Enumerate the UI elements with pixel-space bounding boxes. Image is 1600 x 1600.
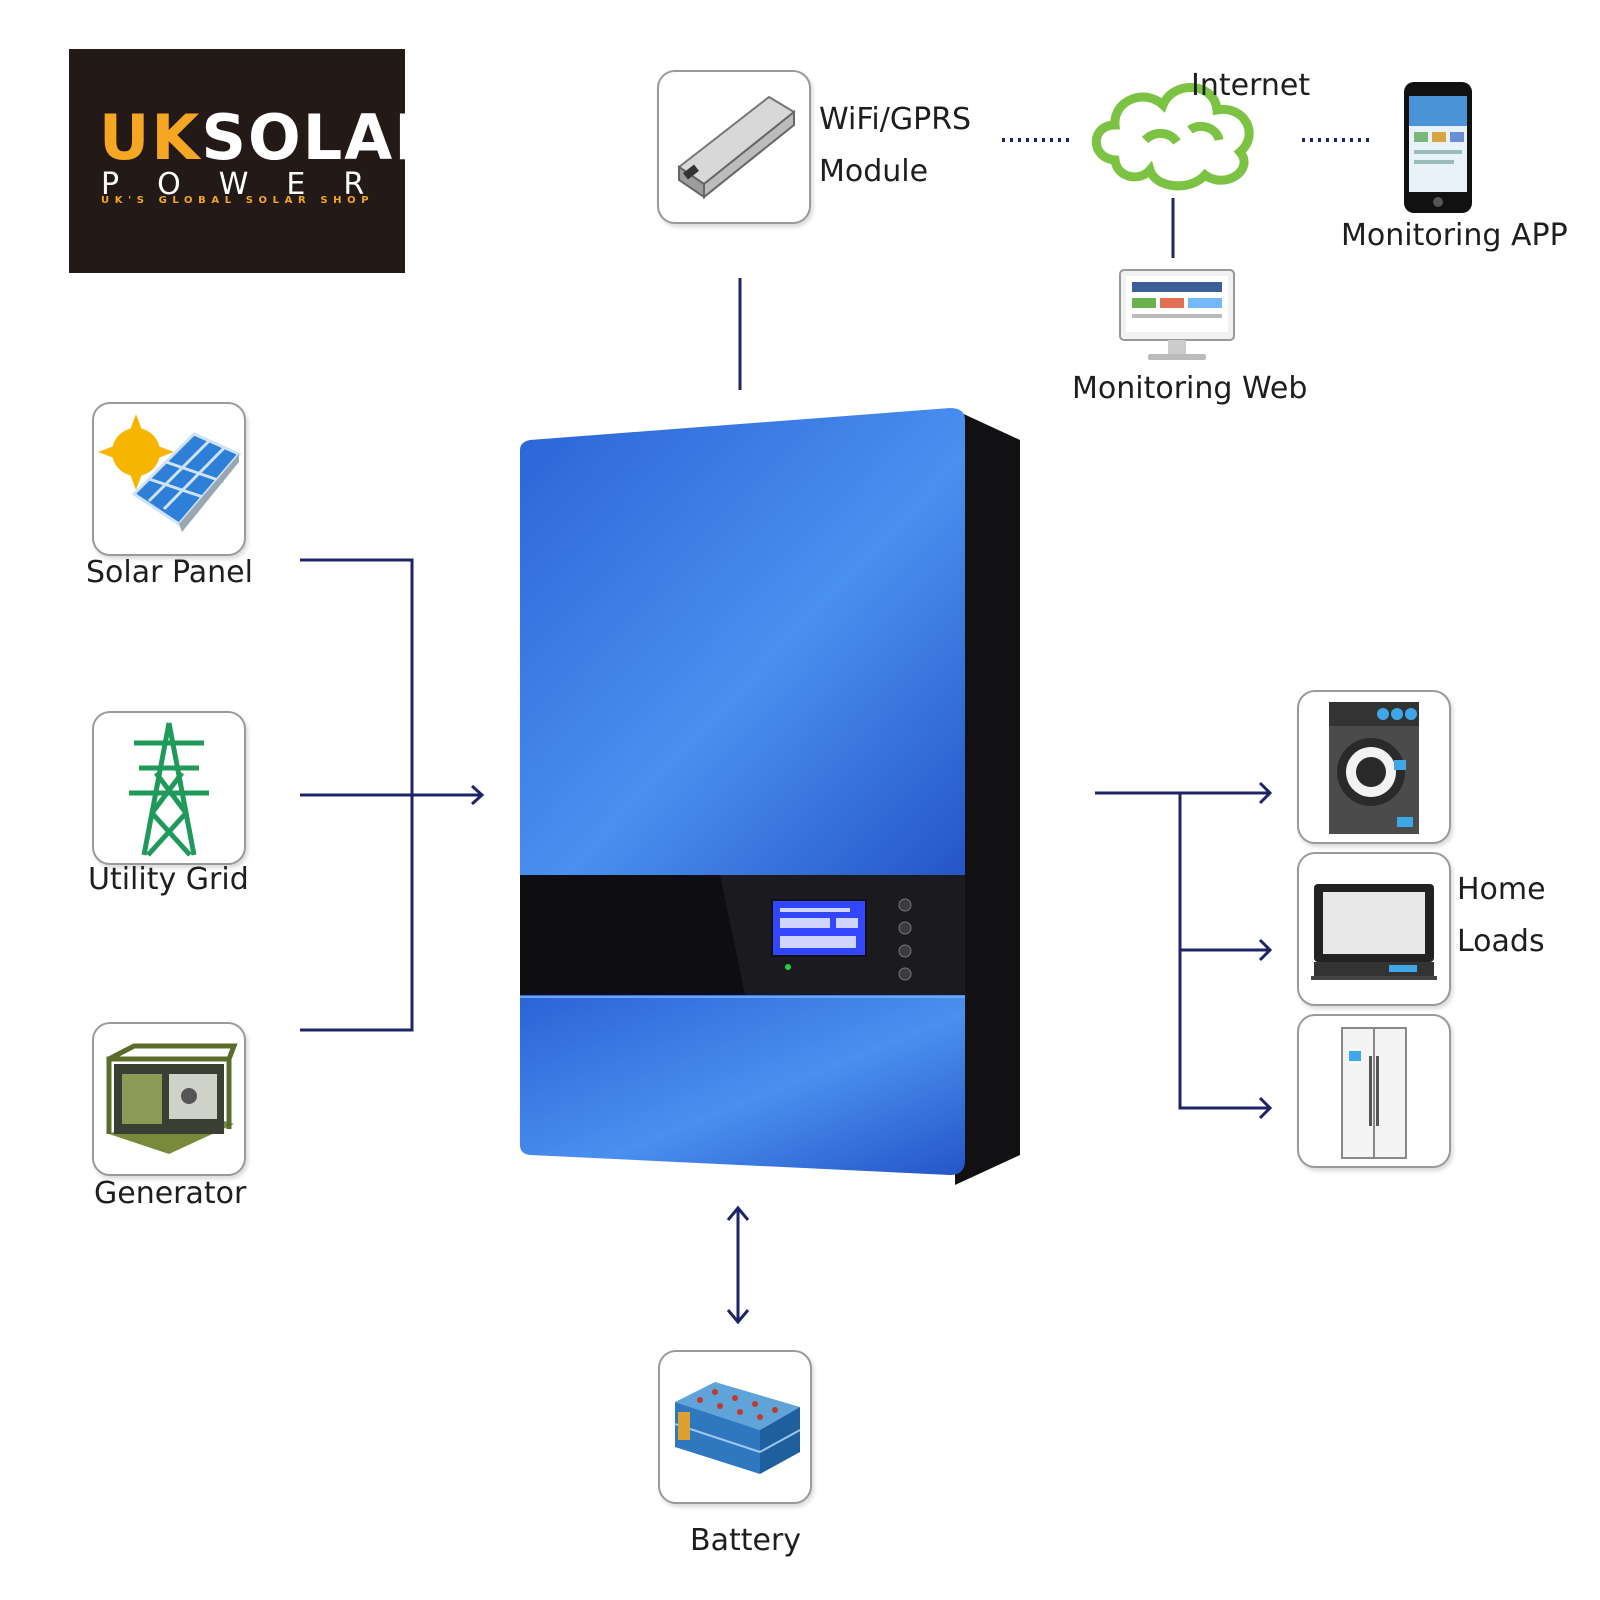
- generator-label: Generator: [94, 1176, 247, 1211]
- monitoring-app-label: Monitoring APP: [1341, 218, 1568, 253]
- refrigerator-tile: [1297, 1014, 1451, 1168]
- battery-icon: [674, 1382, 801, 1474]
- utility-grid-label: Utility Grid: [88, 862, 249, 897]
- tv-tile: [1297, 852, 1451, 1006]
- refrigerator-icon: [1341, 1027, 1407, 1159]
- battery-arrow-up: [726, 1205, 750, 1221]
- solar-panel-icon: [98, 414, 242, 532]
- logo-wordmark: UKSOLAR: [99, 101, 444, 174]
- load-arrow-2: [1258, 938, 1273, 962]
- washing-machine-tile: [1297, 690, 1451, 844]
- loads-connector: [1095, 791, 1270, 1110]
- logo-power: POWER: [101, 167, 403, 202]
- power-pylon-icon: [129, 722, 209, 857]
- generator-tile: [92, 1022, 246, 1176]
- cloud-icon: [1091, 83, 1254, 191]
- home-loads-label-1: Home: [1457, 872, 1546, 907]
- load-arrow-1: [1258, 781, 1273, 805]
- battery-tile: [658, 1350, 812, 1504]
- tv-icon: [1311, 884, 1437, 980]
- monitoring-web-label: Monitoring Web: [1072, 371, 1308, 406]
- brand-logo: UKSOLAR POWER UK'S GLOBAL SOLAR SHOP: [69, 49, 442, 273]
- wifi-module-tile: [657, 70, 811, 224]
- smartphone-icon: [1404, 82, 1472, 213]
- home-loads-label-2: Loads: [1457, 924, 1545, 959]
- utility-grid-tile: [92, 711, 246, 865]
- wifi-module-label-2: Module: [819, 154, 929, 189]
- inverter-icon: [520, 408, 1020, 1185]
- wifi-module-icon: [677, 95, 796, 200]
- battery-label: Battery: [690, 1523, 802, 1558]
- wifi-module-label-1: WiFi/GPRS: [819, 102, 972, 137]
- internet-label: Internet: [1191, 68, 1311, 103]
- solar-panel-label: Solar Panel: [86, 555, 253, 590]
- solar-connector: [300, 558, 414, 1032]
- logo-tagline: UK'S GLOBAL SOLAR SHOP: [101, 195, 375, 206]
- washing-machine-icon: [1329, 702, 1419, 834]
- load-arrow-3: [1258, 1096, 1273, 1120]
- monitor-icon: [1119, 269, 1235, 360]
- grid-arrow-head: [470, 784, 485, 806]
- generator-icon: [106, 1043, 238, 1154]
- solar-panel-tile: [92, 402, 246, 556]
- battery-arrow-down: [726, 1309, 750, 1325]
